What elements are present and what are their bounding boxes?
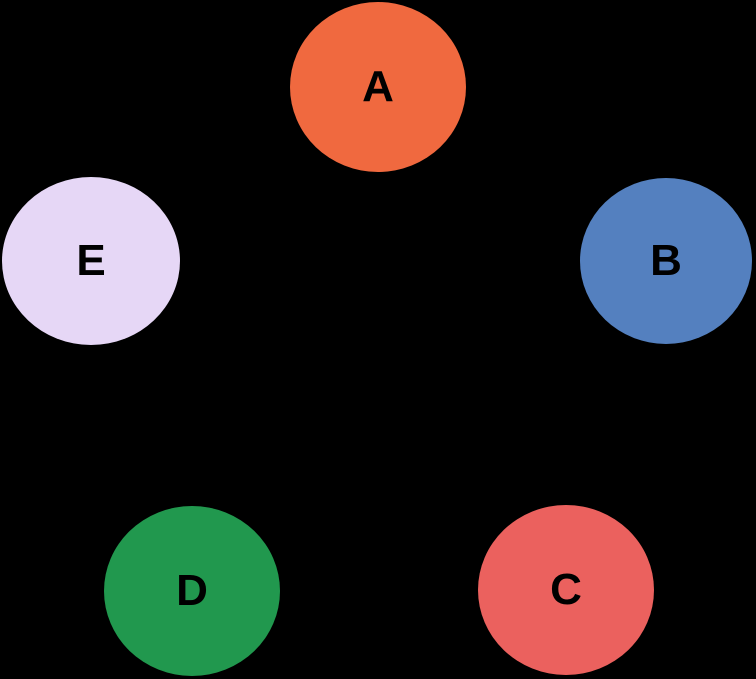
graph-node-label: D bbox=[176, 566, 208, 615]
graph-node-label: A bbox=[362, 62, 394, 111]
graph-node-label: E bbox=[76, 236, 106, 285]
graph-node-A: A bbox=[290, 2, 466, 172]
graph-node-label: B bbox=[650, 236, 682, 285]
graph-node-E: E bbox=[2, 177, 180, 345]
graph-node-C: C bbox=[478, 505, 654, 675]
graph-node-D: D bbox=[104, 506, 280, 676]
graph-node-label: C bbox=[550, 565, 582, 614]
graph-node-B: B bbox=[580, 178, 752, 344]
